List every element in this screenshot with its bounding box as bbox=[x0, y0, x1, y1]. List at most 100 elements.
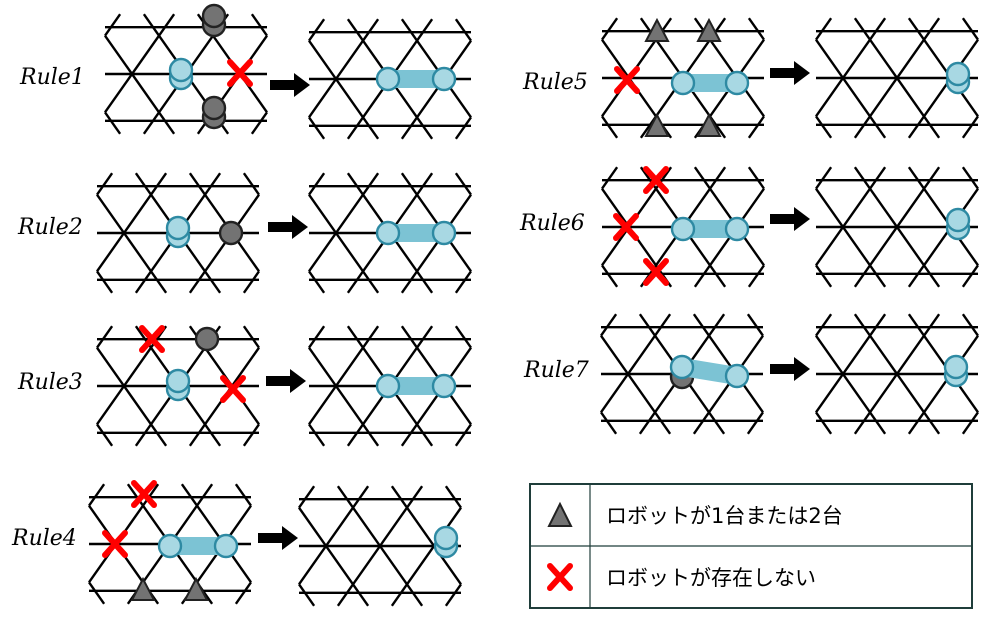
lattice-edge bbox=[815, 17, 833, 41]
lattice-edge bbox=[308, 325, 326, 349]
rule6-label: Rule6 bbox=[519, 211, 585, 236]
lattice-edge bbox=[815, 264, 833, 288]
lattice-edge bbox=[961, 313, 979, 337]
lattice-edge bbox=[601, 17, 619, 41]
rule3-cross-top bbox=[139, 325, 165, 353]
lattice-edge bbox=[961, 411, 979, 435]
rule6-robot-a bbox=[670, 216, 696, 242]
rule5-arrow-icon bbox=[770, 61, 810, 85]
lattice-edge bbox=[104, 34, 176, 135]
rule1-bottom-robot-upper bbox=[201, 95, 227, 121]
lattice-edge bbox=[308, 270, 326, 294]
lattice-edge bbox=[400, 18, 472, 119]
lattice-edge bbox=[853, 313, 941, 435]
lattice-edge bbox=[400, 325, 472, 426]
rule5-triangle-top-b bbox=[696, 17, 722, 42]
lattice-edge bbox=[692, 313, 764, 414]
rule2-arrow-icon bbox=[268, 215, 308, 239]
rule7-robot-b bbox=[724, 363, 750, 389]
rule3-cross-right bbox=[220, 375, 246, 403]
rule7-robot-a bbox=[669, 354, 695, 380]
rule2-label: Rule2 bbox=[17, 215, 83, 240]
lattice-edge bbox=[747, 166, 765, 190]
lattice-edge bbox=[308, 172, 326, 196]
rule5-label: Rule5 bbox=[522, 70, 588, 95]
rule4-label: Rule4 bbox=[11, 526, 77, 551]
rule4-arrow-icon bbox=[258, 526, 298, 550]
rule4-after-lattice bbox=[298, 485, 462, 607]
lattices bbox=[88, 13, 979, 607]
rule5-robot-b bbox=[724, 70, 750, 96]
cross-stroke bbox=[131, 480, 157, 508]
lattice-edge bbox=[400, 346, 472, 447]
lattice-edge bbox=[600, 411, 618, 435]
lattice-edge bbox=[601, 115, 619, 139]
lattice-edge bbox=[308, 18, 380, 119]
lattice-edge bbox=[853, 17, 941, 139]
lattice-edge bbox=[242, 423, 260, 447]
lattice-edge bbox=[600, 313, 618, 337]
lattice-edge bbox=[250, 111, 268, 135]
legend-cross-text: ロボットが存在しない bbox=[606, 566, 816, 590]
rule5-after-lattice bbox=[815, 17, 979, 139]
lattice-edge bbox=[400, 39, 472, 140]
red-cross-icon bbox=[547, 563, 573, 591]
lattice-edge bbox=[454, 172, 472, 196]
lattice-edge bbox=[308, 172, 380, 273]
rule6-arrow-icon bbox=[770, 207, 810, 231]
lattice-edge bbox=[815, 166, 887, 267]
lattice-edge bbox=[308, 423, 326, 447]
rule5-after-robot-upper bbox=[945, 61, 971, 87]
rule1-empty-cross bbox=[227, 59, 253, 87]
rule3-center-robot-upper bbox=[165, 368, 191, 394]
lattice-edge bbox=[390, 485, 462, 586]
lattice-edge bbox=[234, 483, 252, 507]
lattice-edge bbox=[907, 313, 979, 414]
rule3-after-robot-b bbox=[431, 373, 457, 399]
rule2-side-robot bbox=[218, 220, 244, 246]
rule5-robot-a bbox=[670, 70, 696, 96]
rule4-triangle-a bbox=[130, 576, 156, 601]
rule1-center-robot-upper bbox=[168, 57, 194, 83]
lattice-edge bbox=[104, 13, 176, 114]
rule1-label: Rule1 bbox=[19, 65, 85, 90]
lattice-edge bbox=[188, 172, 260, 273]
lattice-edge bbox=[96, 325, 114, 349]
lattice-edge bbox=[815, 115, 833, 139]
lattice-edge bbox=[104, 13, 122, 37]
lattice-edge bbox=[250, 13, 268, 37]
lattice-edge bbox=[746, 411, 764, 435]
lattice-edge bbox=[308, 116, 326, 140]
lattice-edge bbox=[907, 166, 979, 267]
lattice-edge bbox=[815, 313, 887, 414]
lattice-edge bbox=[692, 334, 764, 435]
lattice-edge bbox=[400, 172, 472, 273]
lattice-edge bbox=[96, 193, 168, 294]
lattice-edge bbox=[298, 506, 370, 607]
rule7-arrow-icon bbox=[770, 357, 810, 381]
lattice-edge bbox=[234, 581, 252, 605]
lattice-edge bbox=[242, 172, 260, 196]
lattice-edge bbox=[454, 423, 472, 447]
lattice-edge bbox=[298, 485, 370, 586]
lattice-edge bbox=[308, 193, 380, 294]
lattice-edge bbox=[188, 193, 260, 294]
lattice-edge bbox=[747, 115, 765, 139]
lattice-edge bbox=[815, 334, 887, 435]
rule6-after-lattice bbox=[815, 166, 979, 288]
lattice-edge bbox=[308, 39, 380, 140]
rule1-arrow-icon bbox=[270, 73, 310, 97]
lattice-edge bbox=[815, 166, 833, 190]
cross-stroke bbox=[613, 213, 639, 241]
lattice-edge bbox=[815, 411, 833, 435]
rule4-robot-a bbox=[157, 533, 183, 559]
lattice-edge bbox=[444, 485, 462, 509]
lattice-edge bbox=[242, 270, 260, 294]
lattice-edge bbox=[815, 313, 833, 337]
cross-stroke bbox=[220, 375, 246, 403]
lattice-edge bbox=[907, 334, 979, 435]
rule3-arrow-icon bbox=[266, 369, 306, 393]
rule6-cross-top bbox=[643, 166, 669, 194]
rule6-robot-b bbox=[724, 216, 750, 242]
